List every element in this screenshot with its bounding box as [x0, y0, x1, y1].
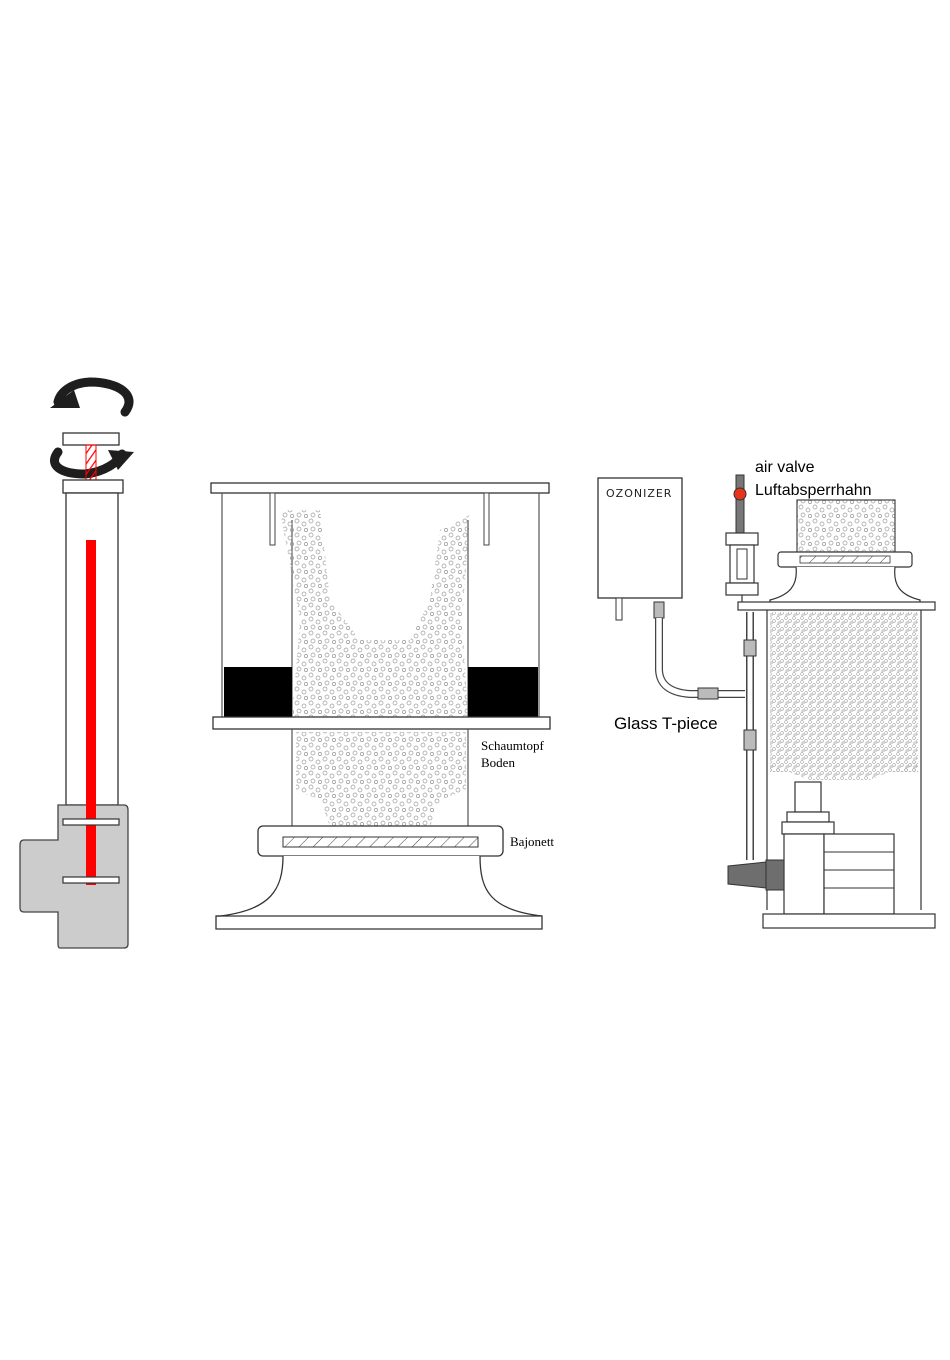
foam-cup-assembly: Schaumtopf Boden Bajonett [211, 483, 554, 929]
skimmer-top-plate [738, 602, 935, 610]
valve-disc [63, 877, 119, 883]
label-ozonizer: OZONIZER [606, 487, 672, 500]
label-glass-t-piece: Glass T-piece [614, 714, 718, 733]
bayonet-thread [283, 837, 478, 847]
ozonizer-outlet [654, 602, 664, 618]
pump-body [784, 834, 824, 914]
valve-disc [63, 819, 119, 825]
skimmer-base [763, 914, 935, 928]
label-boden: Boden [481, 755, 515, 770]
pump-top [795, 782, 821, 812]
label-air-valve: air valve [755, 459, 815, 476]
air-valve-handle-icon[interactable] [734, 488, 746, 500]
label-bajonett: Bajonett [510, 834, 554, 849]
pump-inlet [766, 860, 784, 890]
top-cup-wall [797, 500, 895, 552]
air-silencer [726, 533, 758, 545]
cup-foot [216, 856, 542, 929]
ozone-hose [659, 618, 745, 694]
reactor-bubbles [296, 732, 466, 826]
lid-hook [270, 493, 275, 545]
label-luftabsperrhahn: Luftabsperrhahn [755, 482, 872, 499]
skimmate-left [224, 667, 292, 717]
pump-motor [824, 834, 894, 914]
ozonizer-port [616, 598, 622, 620]
pump-venturi [728, 862, 766, 888]
adjuster-assembly [20, 382, 134, 948]
skimmer-bubbles [770, 612, 918, 772]
adjuster-cap [63, 480, 123, 493]
label-schaumtopf: Schaumtopf [481, 738, 544, 753]
skimmate-right [468, 667, 538, 717]
adjuster-knob[interactable] [63, 433, 119, 445]
top-cup-neck [770, 567, 920, 604]
hose-joint [698, 688, 718, 699]
red-rod [86, 540, 96, 885]
cup-bottom-plate [213, 717, 550, 729]
lid-hook [484, 493, 489, 545]
cup-lid [211, 483, 549, 493]
skimmer-assembly: OZONIZER [598, 459, 935, 928]
foam-bubbles [280, 510, 470, 717]
air-valve-stem [736, 475, 744, 533]
glass-t-piece [744, 640, 756, 656]
